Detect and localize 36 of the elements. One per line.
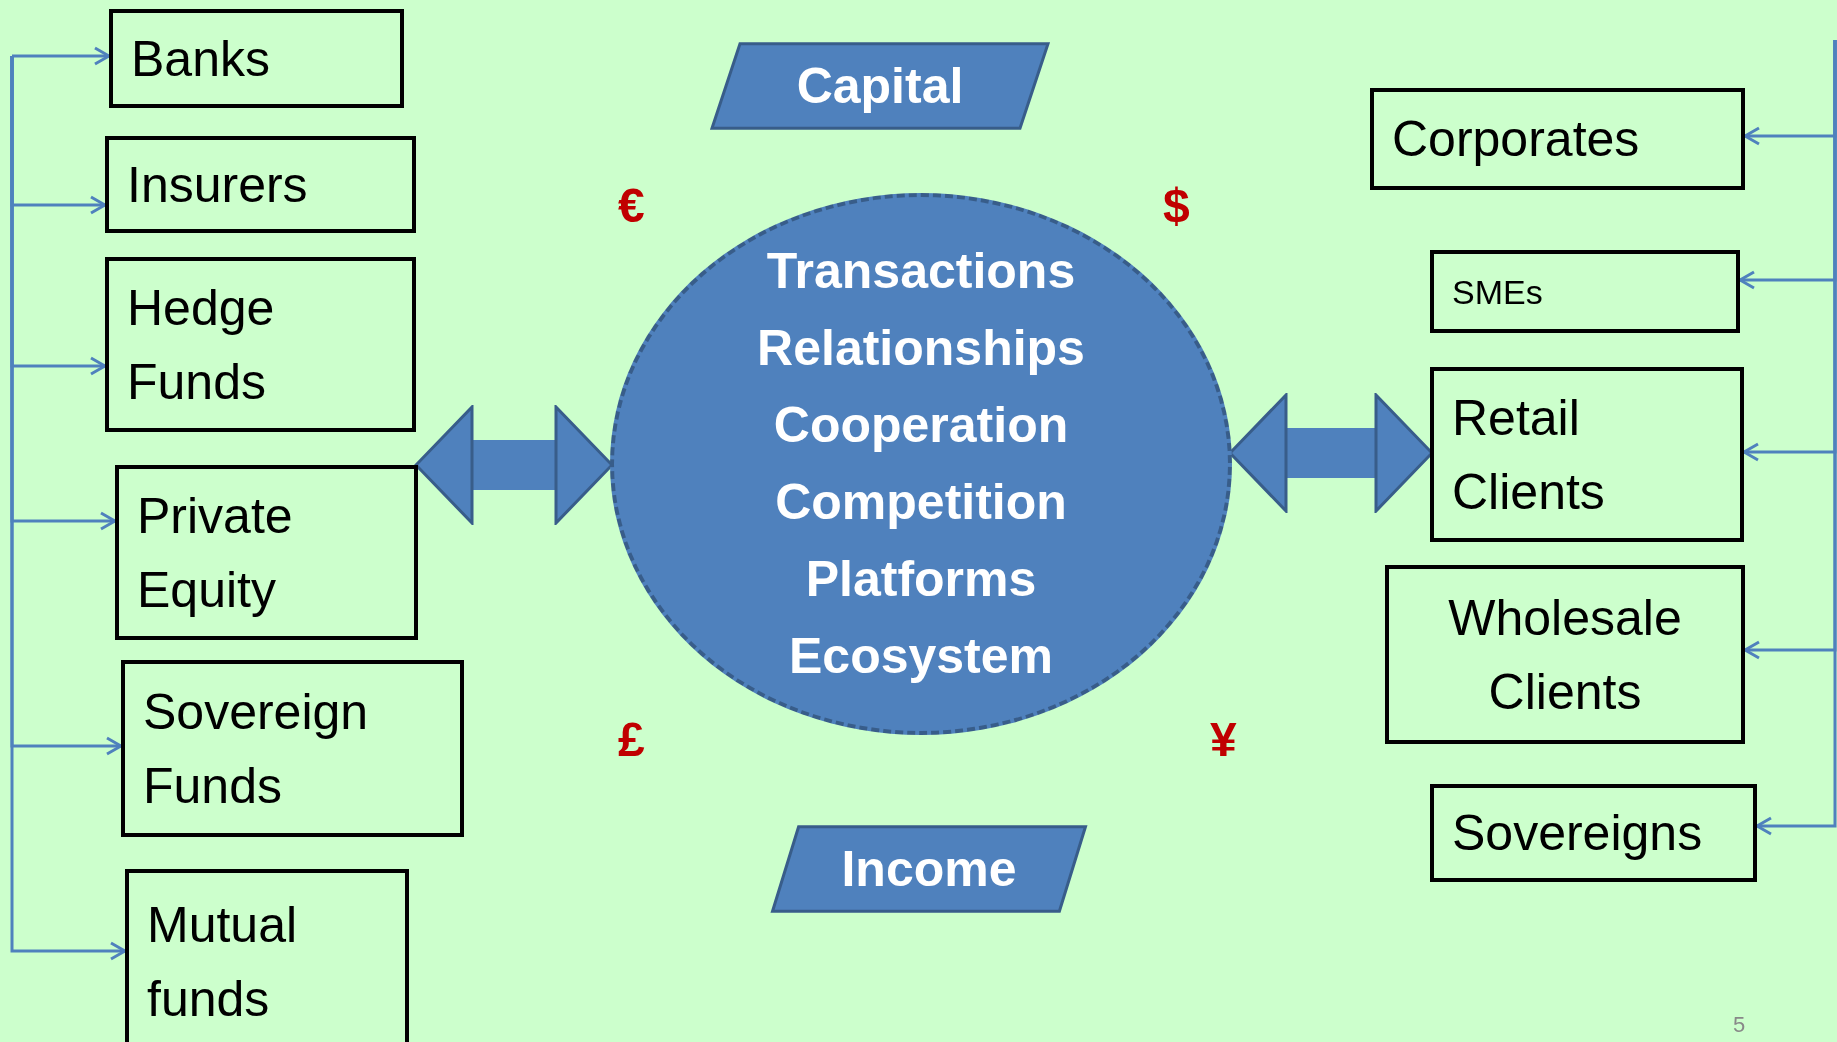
page-number: 5 (1733, 1012, 1746, 1038)
node-label: Platforms (805, 550, 1037, 609)
node-label: Private Equity (137, 486, 294, 620)
node-label: Retail Clients (1452, 388, 1606, 522)
node-label: Transactions (766, 242, 1076, 301)
text-box (105, 136, 416, 233)
text-box (109, 9, 404, 108)
node-label: Relationships (757, 319, 1085, 378)
currency-symbol: € (618, 178, 645, 233)
node-label: Cooperation (773, 396, 1069, 455)
text-box (1430, 784, 1757, 882)
node-label: Sovereigns (1452, 804, 1703, 863)
node-label: Mutual funds (147, 895, 299, 1029)
node-label: Banks (131, 29, 270, 89)
node-label: Competition (775, 473, 1067, 532)
currency-symbol: ¥ (1210, 712, 1237, 767)
text-box (125, 869, 409, 1042)
node-label: Wholesale Clients (1447, 588, 1683, 722)
text-box (1385, 565, 1745, 744)
text-box (121, 660, 464, 837)
text-box (1430, 367, 1744, 542)
node-label: Capital (796, 57, 964, 115)
arrow (12, 46, 111, 66)
node-label: Ecosystem (788, 627, 1053, 686)
text-box (1430, 250, 1740, 333)
node-label: Hedge Funds (127, 278, 276, 412)
node-label: Insurers (127, 155, 308, 215)
currency-symbol: $ (1163, 178, 1190, 233)
node-label: Sovereign Funds (143, 682, 370, 816)
node-label: Corporates (1392, 110, 1640, 169)
text-box (115, 465, 418, 640)
text-box (1370, 88, 1745, 190)
text-box (105, 257, 416, 432)
currency-symbol: £ (618, 712, 645, 767)
node-label: Income (841, 840, 1017, 898)
node-label: SMEs (1452, 271, 1543, 313)
